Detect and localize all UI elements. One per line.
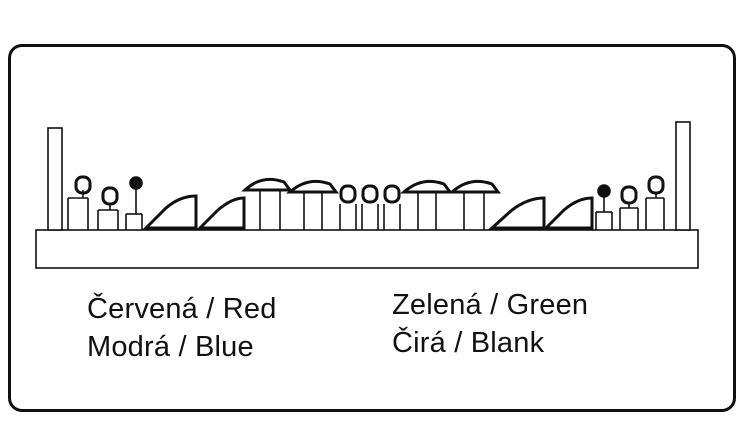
lamp-right-1 xyxy=(595,184,613,230)
wedge-lamp-left-1 xyxy=(142,194,198,230)
right-end-post xyxy=(675,121,691,231)
legend-blank: Čirá / Blank xyxy=(392,327,545,359)
legend-left: Červená / Red Modrá / Blue xyxy=(87,290,277,366)
dome-lamp-left-2 xyxy=(286,179,339,230)
dome-lamp-right-2 xyxy=(448,179,501,230)
dome-lamp-right-1 xyxy=(400,179,453,230)
diagram-frame xyxy=(8,44,736,412)
legend-red: Červená / Red xyxy=(87,293,277,325)
lamp-left-3 xyxy=(125,176,143,230)
lamp-left-2 xyxy=(97,186,119,230)
legend-right: Zelená / Green Čirá / Blank xyxy=(392,286,588,362)
dome-lamp-left-1 xyxy=(241,177,293,230)
lamp-center-3 xyxy=(383,184,401,230)
lamp-center-1 xyxy=(339,184,357,230)
wedge-lamp-right-2 xyxy=(542,196,594,230)
wedge-lamp-right-1 xyxy=(488,196,546,230)
legend-blue: Modrá / Blue xyxy=(87,331,254,363)
lamp-right-2 xyxy=(619,185,639,230)
legend-green: Zelená / Green xyxy=(392,289,589,321)
lamp-center-2 xyxy=(361,184,379,230)
base-bar xyxy=(35,229,699,269)
left-end-post xyxy=(47,127,63,231)
lamp-left-1 xyxy=(67,175,92,230)
wedge-lamp-left-2 xyxy=(196,196,246,230)
lamp-right-3 xyxy=(645,175,665,230)
